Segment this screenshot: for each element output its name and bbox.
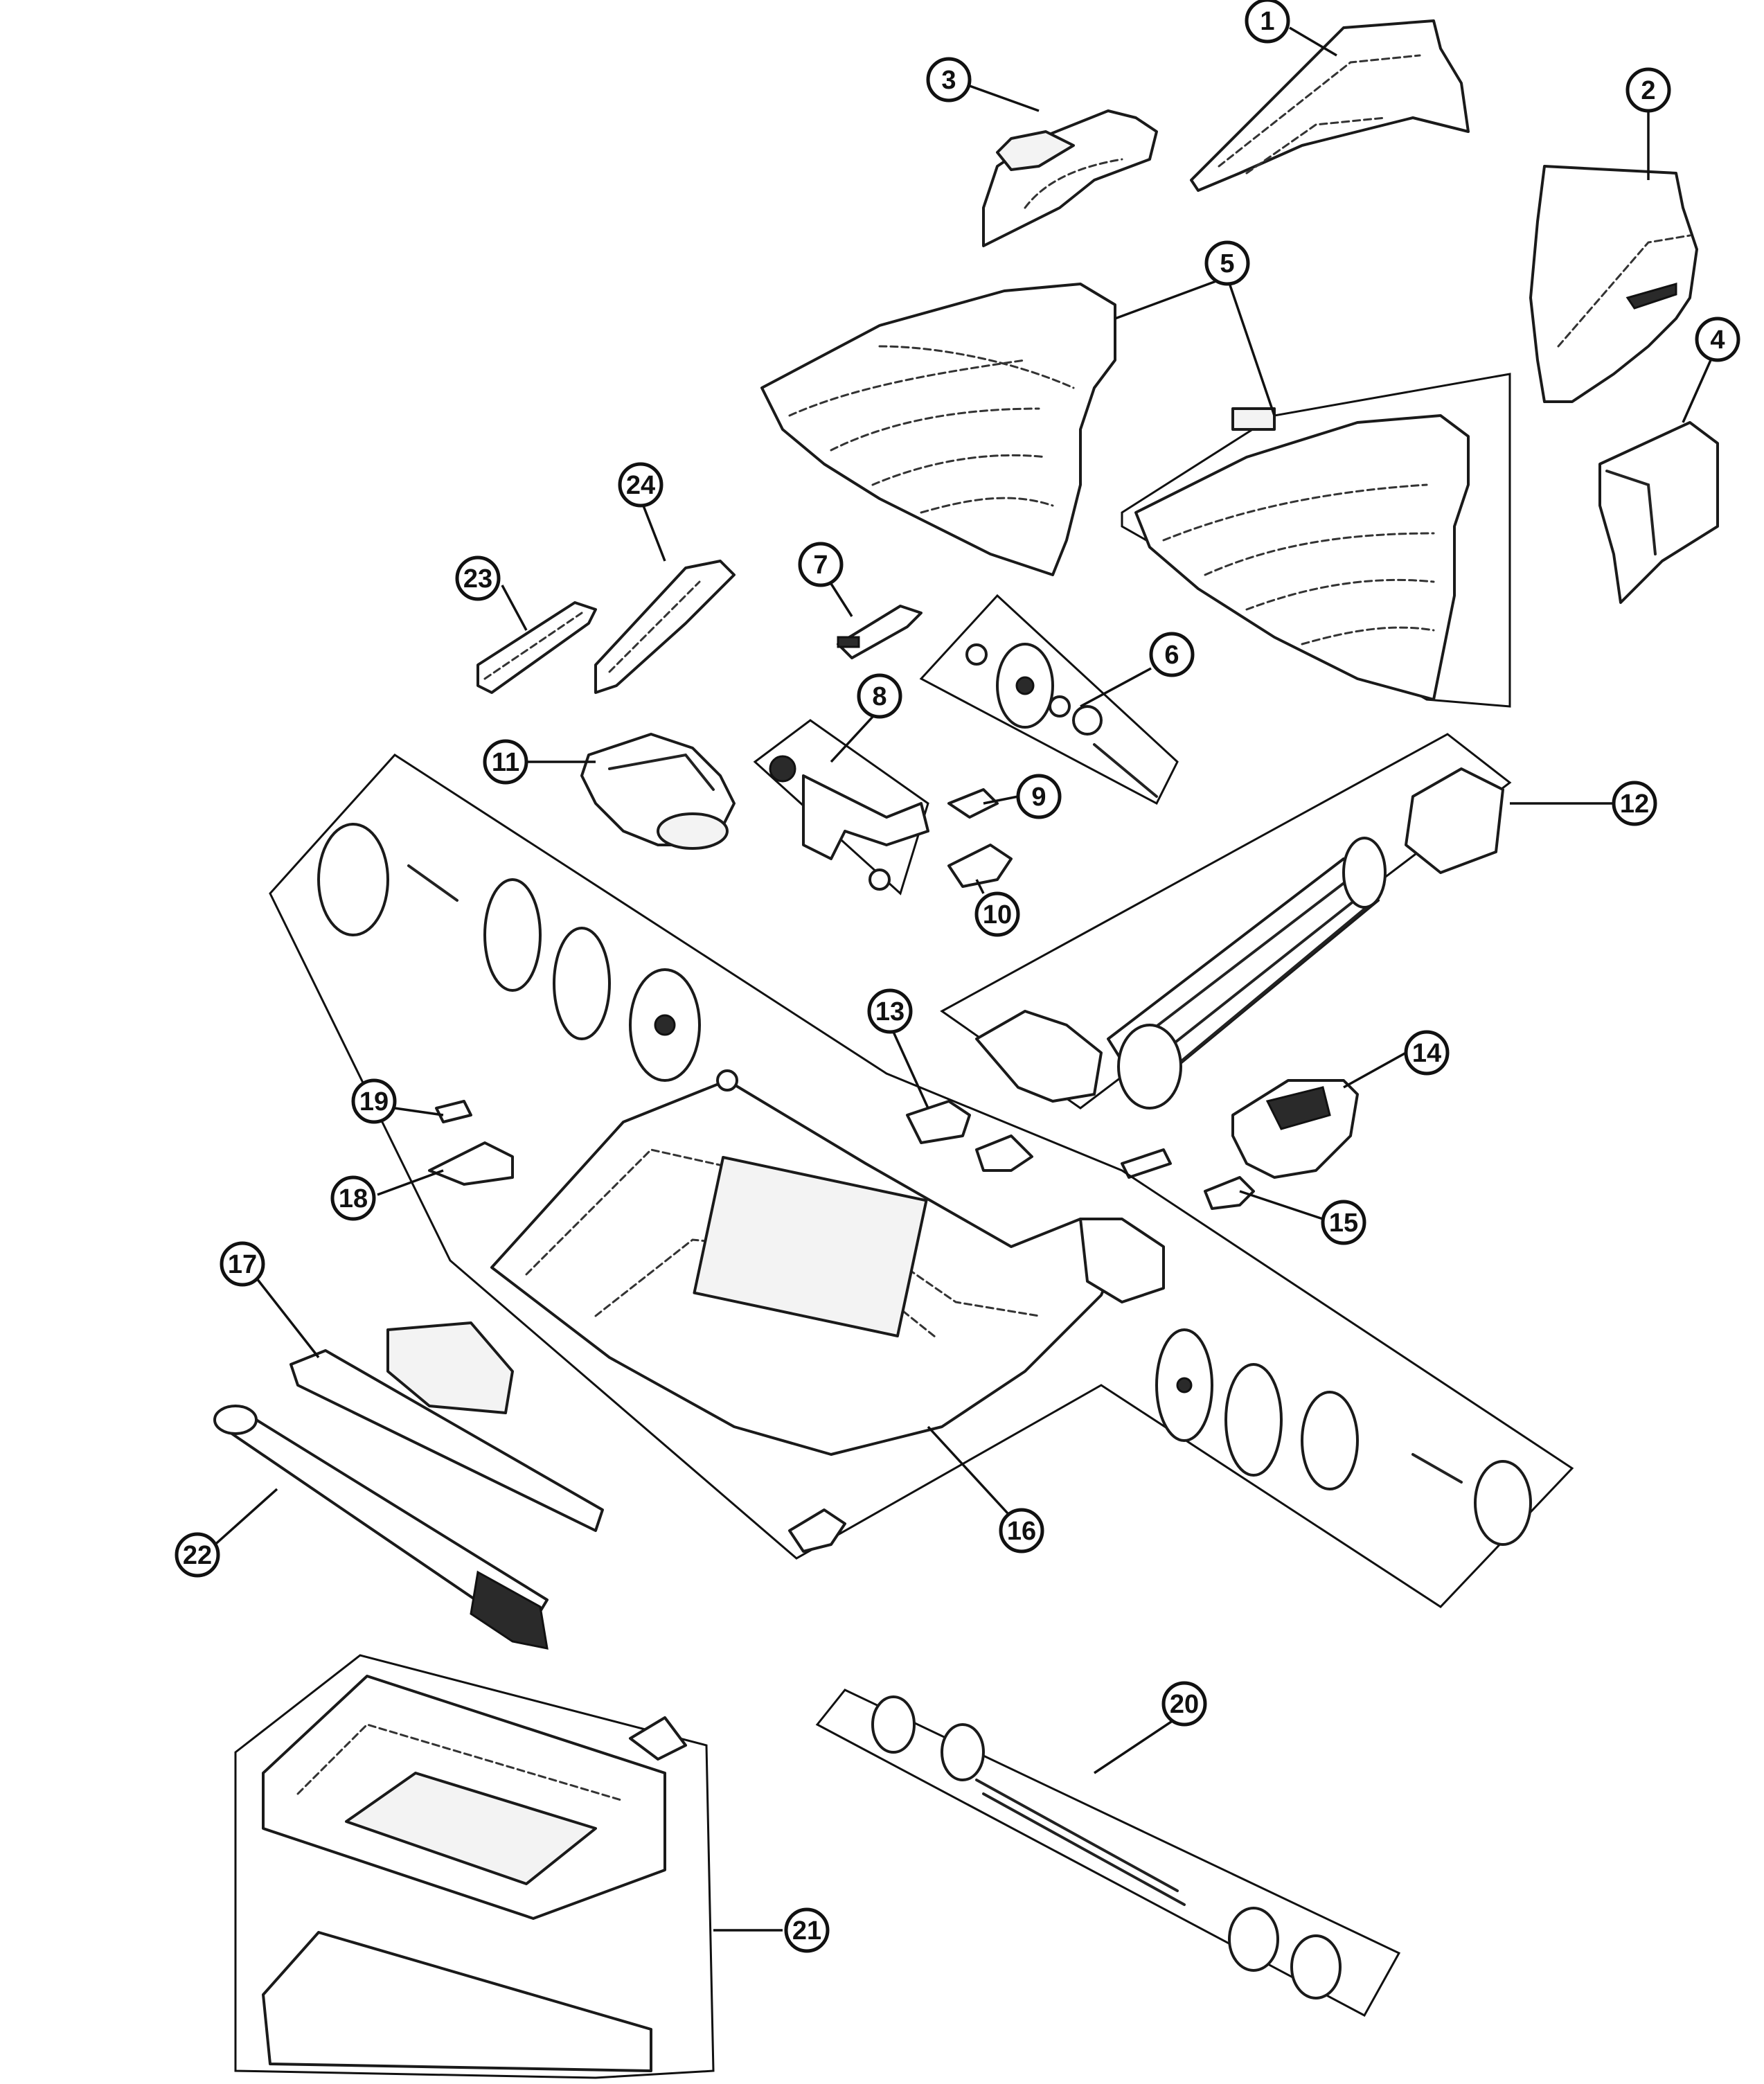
callout-label: 8 (872, 682, 887, 711)
callout-label: 5 (1220, 249, 1234, 278)
part-22-brushroll (213, 1405, 549, 1650)
callout-label: 7 (813, 551, 828, 580)
callout-label: 24 (626, 471, 655, 500)
part-15-switch (1121, 1148, 1255, 1210)
part-1-hood-cover (1190, 19, 1470, 192)
part-16-base-assembly (269, 754, 1574, 1608)
part-12-hose-assembly (940, 733, 1512, 1110)
callout-8: 8 (857, 673, 902, 719)
part-20-agitator-kit (815, 1689, 1401, 2018)
callout-label: 14 (1412, 1039, 1441, 1068)
callout-23: 23 (455, 555, 501, 601)
callout-4: 4 (1695, 317, 1740, 362)
callout-17: 17 (220, 1241, 265, 1287)
part-24-belt-loop (594, 560, 736, 694)
callout-label: 6 (1164, 641, 1179, 670)
part-5-hood (760, 283, 1511, 708)
callout-label: 11 (492, 748, 519, 777)
callout-1: 1 (1245, 0, 1290, 44)
part-3-upper-cover (982, 109, 1158, 247)
part-23-belt (476, 601, 597, 694)
callout-15: 15 (1321, 1200, 1366, 1245)
callout-label: 23 (463, 564, 492, 594)
part-7-latch (837, 605, 923, 659)
callout-11: 11 (483, 739, 528, 785)
callout-19: 19 (351, 1078, 397, 1124)
callout-label: 19 (359, 1087, 389, 1116)
callout-2: 2 (1625, 67, 1671, 113)
callout-label: 4 (1710, 326, 1725, 355)
part-11-motor (580, 733, 736, 850)
callout-label: 15 (1329, 1209, 1358, 1238)
callout-21: 21 (784, 1907, 830, 1953)
callout-label: 21 (792, 1916, 821, 1945)
callout-label: 3 (941, 66, 956, 95)
callout-13: 13 (867, 988, 913, 1034)
callout-10: 10 (974, 891, 1020, 937)
callout-label: 1 (1260, 7, 1274, 36)
callout-6: 6 (1149, 632, 1195, 677)
part-8-linkage-kit (753, 719, 929, 896)
part-4-small-cover (1598, 421, 1719, 604)
callout-label: 13 (875, 997, 905, 1026)
callout-7: 7 (798, 542, 844, 587)
callout-label: 10 (983, 900, 1012, 929)
part-13-clip (906, 1100, 1033, 1172)
callout-label: 18 (339, 1184, 368, 1213)
callout-16: 16 (999, 1508, 1044, 1553)
callout-label: 22 (183, 1541, 212, 1570)
callout-24: 24 (618, 462, 663, 508)
callout-label: 2 (1641, 76, 1655, 105)
part-17-brush-bar (289, 1321, 604, 1532)
part-19-bracket (435, 1100, 472, 1123)
part-2-side-cover (1529, 165, 1698, 403)
callout-3: 3 (926, 57, 972, 103)
callout-18: 18 (330, 1175, 376, 1221)
callout-label: 16 (1007, 1517, 1036, 1546)
callout-22: 22 (175, 1532, 220, 1578)
callout-label: 17 (228, 1250, 257, 1279)
part-6-axle-kit (919, 594, 1179, 805)
part-21-nozzle-plate (234, 1654, 715, 2079)
part-18-bracket (428, 1141, 514, 1186)
callout-12: 12 (1612, 781, 1657, 826)
callout-label: 9 (1031, 783, 1046, 812)
part-10-clip (947, 844, 1013, 888)
leader-lines (210, 26, 1712, 1932)
part-9-clip (947, 788, 999, 819)
callout-20: 20 (1161, 1681, 1207, 1727)
callout-label: 12 (1620, 790, 1649, 819)
callout-9: 9 (1016, 774, 1062, 819)
callout-5: 5 (1204, 240, 1250, 286)
callout-label: 20 (1170, 1690, 1199, 1719)
callout-14: 14 (1404, 1030, 1450, 1076)
part-14-height-adjust (1231, 1079, 1359, 1179)
